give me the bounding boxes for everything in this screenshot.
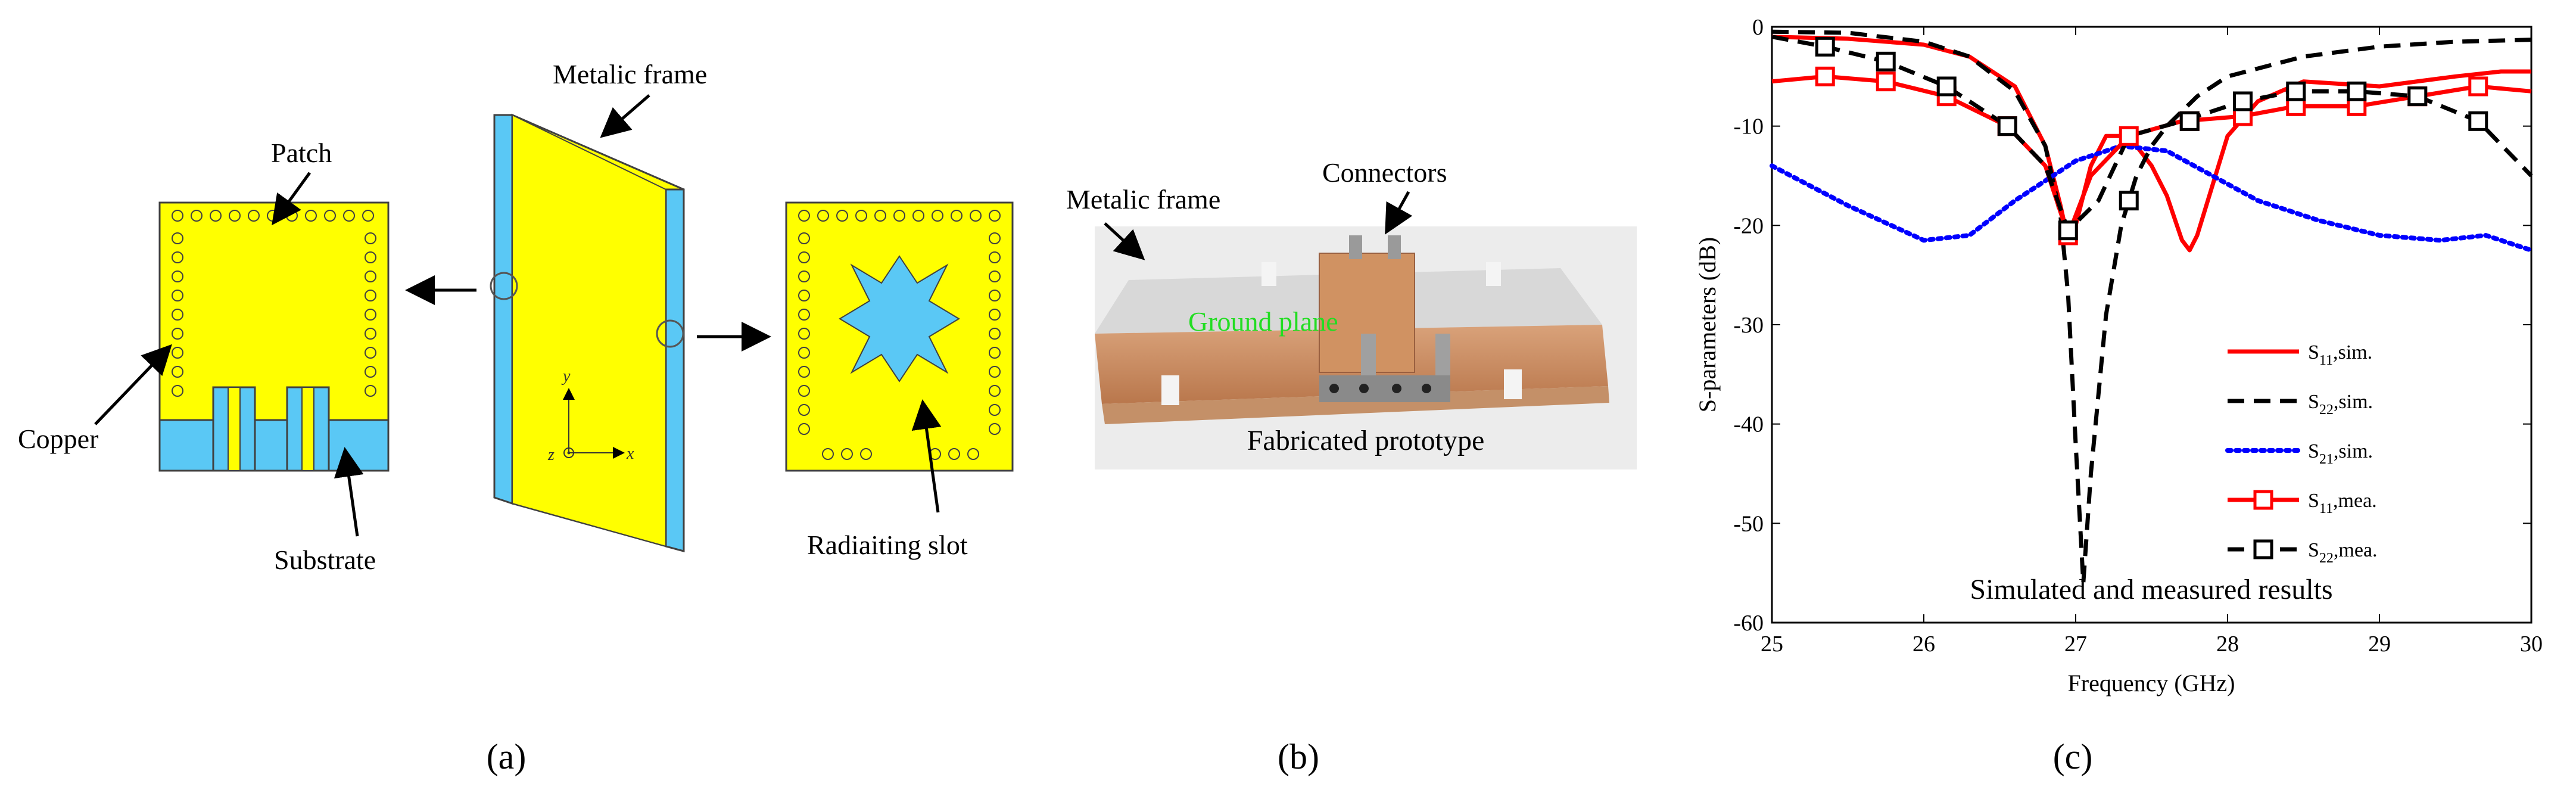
patch-board: [158, 201, 390, 472]
chart-series: [1770, 29, 2534, 585]
y-tick-label: 0: [1752, 15, 1764, 40]
data-point-marker: [1876, 71, 1896, 92]
data-point-marker: [2233, 91, 2253, 111]
data-point-marker: [1815, 66, 1835, 86]
data-point-marker: [2286, 81, 2306, 101]
series-line: [1771, 35, 2533, 233]
legend-label: S11,mea.: [2308, 490, 2377, 517]
substrate-label: Substrate: [274, 545, 376, 575]
data-point-marker: [1876, 51, 1896, 71]
legend-label: S22,mea.: [2308, 539, 2378, 566]
series-line: [1771, 29, 2532, 585]
x-axis-label: Frequency (GHz): [2068, 670, 2235, 696]
data-point-marker: [2058, 220, 2078, 241]
chart-annotation: Simulated and measured results: [1970, 574, 2332, 605]
y-tick-label: -30: [1733, 313, 1764, 338]
x-tick-label: 27: [2064, 632, 2087, 657]
data-point-marker: [2407, 86, 2428, 107]
data-point-marker: [2468, 76, 2488, 97]
x-tick-label: 25: [1761, 632, 1783, 657]
plot-frame: [1771, 26, 2533, 624]
y-tick-label: -40: [1733, 412, 1764, 437]
legend-marker: [2253, 539, 2273, 559]
chart-ticks: 25 26 27 28 29 30 0 -10 -20 -30 -40 -50 -60: [1733, 15, 2543, 657]
data-point-marker: [2119, 126, 2139, 146]
panel-b: Ground plane Metalic frame Connectors Fa…: [1066, 157, 1637, 776]
axis-y-label: y: [561, 367, 571, 385]
caption-a: (a): [487, 737, 527, 776]
legend-label: S11,sim.: [2308, 341, 2372, 368]
data-point-marker: [2179, 111, 2200, 131]
data-point-marker: [1815, 36, 1835, 57]
chart-legend: S11,sim. S22,sim. S21,sim. S11,mea. S22,mea.: [2225, 341, 2378, 566]
panel-a: Patch Copper Substrate Metalic frame y x: [18, 59, 1014, 776]
x-tick-label: 26: [1912, 632, 1935, 657]
slot-via-holes: [798, 210, 1001, 460]
frame-label: Metalic frame: [553, 59, 707, 89]
data-point-marker: [1936, 76, 1957, 97]
chart-markers: [1815, 36, 2488, 245]
via-holes: [172, 210, 376, 397]
axis-z-label: z: [547, 446, 555, 464]
copper-label: Copper: [18, 424, 98, 454]
axis-x-label: x: [626, 444, 634, 463]
panel-c: 25 26 27 28 29 30 0 -10 -20 -30 -40 -50 -60 S11,sim.…: [1694, 15, 2543, 776]
coordinate-axes: y x z: [547, 367, 634, 464]
legend-marker: [2253, 490, 2273, 510]
slot-board: [785, 201, 1014, 472]
data-point-marker: [2468, 111, 2488, 131]
x-tick-label: 28: [2216, 632, 2239, 657]
y-tick-label: -50: [1733, 511, 1764, 536]
y-axis-label: S-parameters (dB): [1694, 237, 1721, 412]
caption-b: (b): [1278, 737, 1319, 776]
x-tick-label: 29: [2368, 632, 2391, 657]
caption-c: (c): [2053, 737, 2093, 776]
data-point-marker: [1997, 116, 2017, 136]
slot-label: Radiaiting slot: [807, 530, 968, 560]
legend-label: S21,sim.: [2308, 440, 2373, 467]
y-tick-label: -60: [1733, 611, 1764, 636]
x-tick-label: 30: [2520, 632, 2543, 657]
y-tick-label: -20: [1733, 213, 1764, 238]
radiating-slot: [839, 255, 960, 383]
data-point-marker: [2347, 81, 2367, 101]
data-point-marker: [2119, 191, 2139, 211]
ground-plane-label: Ground plane: [1188, 306, 1338, 337]
metallic-frame: [490, 113, 685, 552]
connectors-label: Connectors: [1322, 157, 1447, 188]
legend-label: S22,sim.: [2308, 391, 2373, 418]
series-line: [1770, 144, 2534, 253]
y-tick-label: -10: [1733, 114, 1764, 139]
series-line: [1771, 74, 2532, 238]
patch-label: Patch: [271, 138, 332, 168]
prototype-label: Fabricated prototype: [1247, 425, 1485, 456]
frame-label-b: Metalic frame: [1066, 184, 1220, 214]
